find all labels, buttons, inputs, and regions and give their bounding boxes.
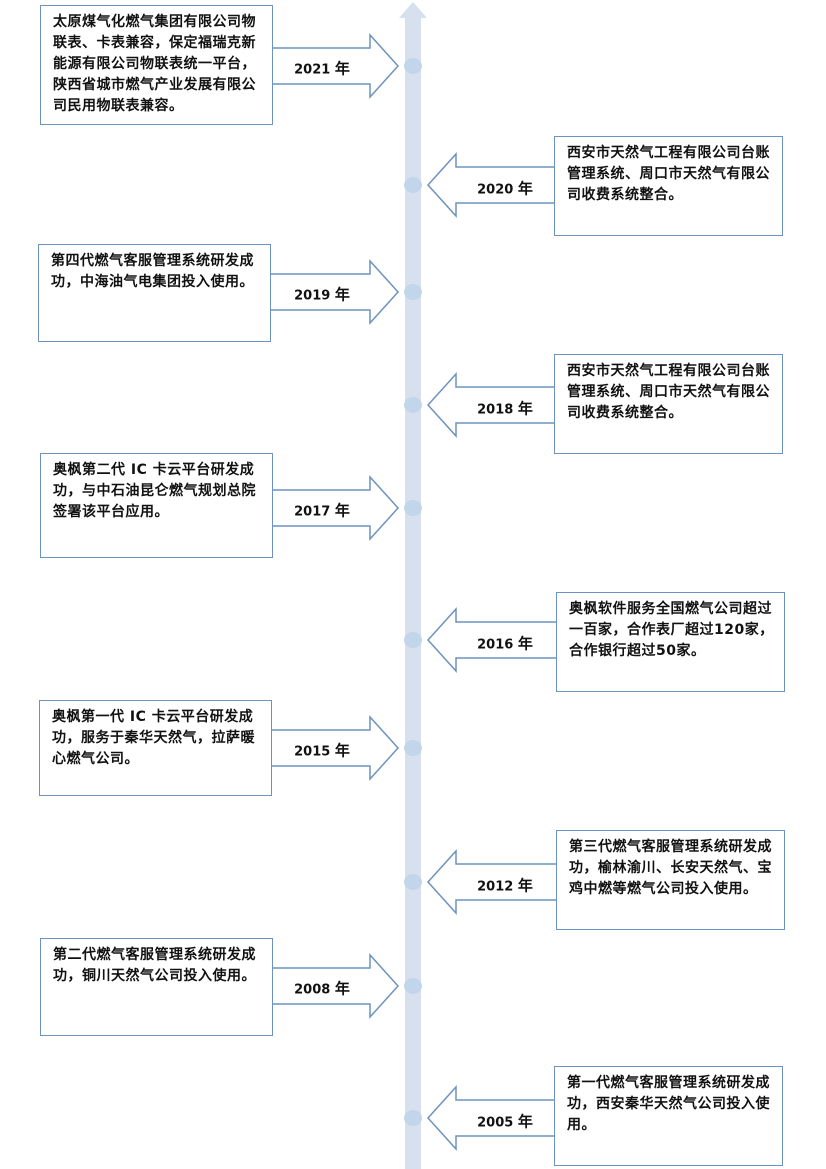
- event-arrow: [426, 849, 559, 915]
- timeline-node: [404, 632, 422, 648]
- year-label-2018: 2018 年: [477, 398, 533, 419]
- year-label-2008: 2008 年: [294, 978, 350, 999]
- event-description: 奥枫第一代 IC 卡云平台研发成功，服务于秦华天然气，拉萨暖心燃气公司。: [52, 709, 255, 767]
- year-unit: 年: [334, 59, 350, 78]
- year-value: 2015: [294, 744, 331, 760]
- event-box-2020: 西安市天然气工程有限公司台账管理系统、周口市天然气有限公司收费系统整合。: [554, 136, 783, 236]
- event-box-2017: 奥枫第二代 IC 卡云平台研发成功，与中石油昆仑燃气规划总院签署该平台应用。: [40, 453, 273, 558]
- timeline-node: [404, 58, 422, 74]
- year-unit: 年: [334, 501, 350, 520]
- timeline-node: [404, 284, 422, 300]
- event-description: 西安市天然气工程有限公司台账管理系统、周口市天然气有限公司收费系统整合。: [567, 363, 770, 421]
- year-value: 2021: [294, 62, 331, 78]
- year-label-2020: 2020 年: [477, 178, 533, 199]
- year-value: 2005: [477, 1115, 514, 1131]
- event-description: 西安市天然气工程有限公司台账管理系统、周口市天然气有限公司收费系统整合。: [567, 145, 770, 203]
- event-arrow: [426, 1085, 557, 1151]
- year-label-2016: 2016 年: [477, 633, 533, 654]
- timeline-node: [404, 874, 422, 890]
- timeline-node: [404, 177, 422, 193]
- year-value: 2016: [477, 637, 514, 653]
- event-arrow: [426, 372, 557, 438]
- event-arrow: [269, 715, 400, 781]
- year-label-2017: 2017 年: [294, 500, 350, 521]
- year-unit: 年: [334, 285, 350, 304]
- timeline-node: [404, 397, 422, 413]
- event-description: 太原煤气化燃气集团有限公司物联表、卡表兼容，保定福瑞克新能源有限公司物联表统一平…: [53, 14, 256, 114]
- event-box-2005: 第一代燃气客服管理系统研发成功，西安秦华天然气公司投入使用。: [554, 1066, 783, 1166]
- year-unit: 年: [334, 979, 350, 998]
- year-value: 2020: [477, 182, 514, 198]
- event-description: 第一代燃气客服管理系统研发成功，西安秦华天然气公司投入使用。: [567, 1075, 770, 1133]
- event-box-2016: 奥枫软件服务全国燃气公司超过一百家，合作表厂超过120家，合作银行超过50家。: [556, 592, 785, 692]
- event-description: 第二代燃气客服管理系统研发成功，铜川天然气公司投入使用。: [53, 947, 256, 984]
- event-arrow: [426, 607, 559, 673]
- timeline-node: [404, 740, 422, 756]
- year-value: 2018: [477, 402, 514, 418]
- year-unit: 年: [517, 634, 533, 653]
- timeline-node: [404, 500, 422, 516]
- event-arrow: [426, 152, 557, 218]
- year-unit: 年: [517, 179, 533, 198]
- event-arrow: [270, 953, 400, 1019]
- axis-arrow-head: [399, 2, 427, 18]
- event-arrow: [270, 33, 400, 99]
- event-description: 奥枫软件服务全国燃气公司超过一百家，合作表厂超过120家，合作银行超过50家。: [569, 601, 774, 659]
- year-value: 2019: [294, 288, 331, 304]
- year-label-2012: 2012 年: [477, 875, 533, 896]
- event-arrow: [270, 475, 400, 541]
- event-arrow: [268, 259, 400, 325]
- timeline-node: [404, 978, 422, 994]
- year-label-2021: 2021 年: [294, 58, 350, 79]
- year-unit: 年: [334, 741, 350, 760]
- event-box-2015: 奥枫第一代 IC 卡云平台研发成功，服务于秦华天然气，拉萨暖心燃气公司。: [39, 700, 272, 796]
- year-value: 2017: [294, 504, 331, 520]
- year-label-2005: 2005 年: [477, 1111, 533, 1132]
- event-box-2021: 太原煤气化燃气集团有限公司物联表、卡表兼容，保定福瑞克新能源有限公司物联表统一平…: [40, 5, 273, 125]
- year-unit: 年: [517, 876, 533, 895]
- year-unit: 年: [517, 1112, 533, 1131]
- event-box-2019: 第四代燃气客服管理系统研发成功，中海油气电集团投入使用。: [38, 244, 271, 342]
- event-description: 第三代燃气客服管理系统研发成功，榆林渝川、长安天然气、宝鸡中燃等燃气公司投入使用…: [569, 839, 772, 897]
- event-box-2018: 西安市天然气工程有限公司台账管理系统、周口市天然气有限公司收费系统整合。: [554, 354, 783, 454]
- year-unit: 年: [517, 399, 533, 418]
- event-description: 第四代燃气客服管理系统研发成功，中海油气电集团投入使用。: [51, 253, 254, 290]
- year-value: 2012: [477, 879, 514, 895]
- year-label-2015: 2015 年: [294, 740, 350, 761]
- event-box-2008: 第二代燃气客服管理系统研发成功，铜川天然气公司投入使用。: [40, 938, 273, 1036]
- event-box-2012: 第三代燃气客服管理系统研发成功，榆林渝川、长安天然气、宝鸡中燃等燃气公司投入使用…: [556, 830, 785, 930]
- timeline-node: [404, 1110, 422, 1126]
- event-description: 奥枫第二代 IC 卡云平台研发成功，与中石油昆仑燃气规划总院签署该平台应用。: [53, 462, 256, 520]
- year-label-2019: 2019 年: [294, 284, 350, 305]
- year-value: 2008: [294, 982, 331, 998]
